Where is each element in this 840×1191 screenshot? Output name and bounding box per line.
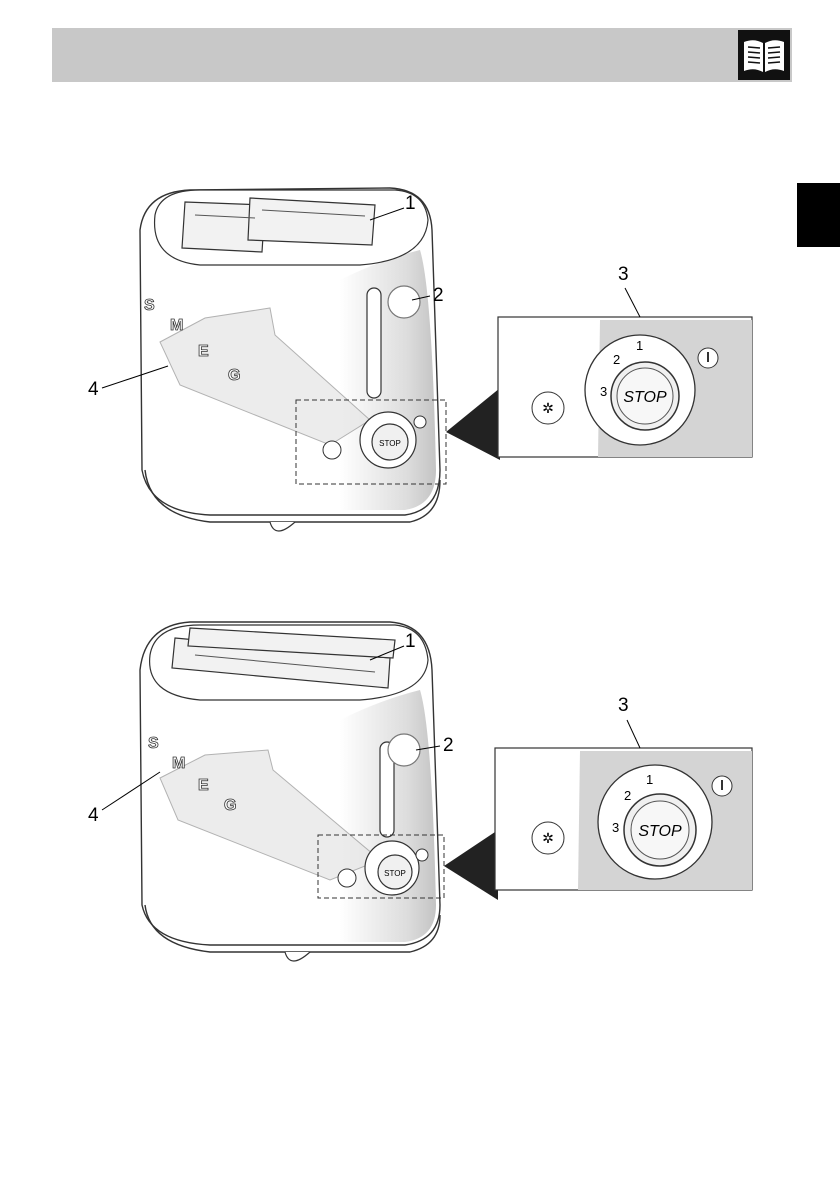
book-icon [738, 30, 790, 80]
dial-scale-3: 3 [600, 384, 607, 399]
dial-stop-text: STOP [638, 823, 682, 840]
svg-text:E: E [198, 777, 209, 794]
header-bar [52, 28, 792, 82]
toaster-illustration-2: STOP STOP 3 2 1 ✲ S M E G [0, 610, 840, 1030]
dial-scale-3: 3 [612, 820, 619, 835]
callout-1: 1 [405, 632, 416, 651]
svg-text:M: M [170, 317, 183, 334]
callout-2: 2 [443, 736, 454, 755]
callout-1: 1 [405, 194, 416, 213]
svg-text:M: M [172, 755, 185, 772]
svg-text:S: S [148, 735, 159, 752]
svg-text:G: G [228, 367, 240, 384]
callout-4: 4 [88, 380, 99, 399]
defrost-icon: ✲ [542, 400, 554, 416]
dial-scale-2: 2 [624, 788, 631, 803]
small-dial-stop-text: STOP [379, 439, 401, 448]
toaster-figure-1: STOP STOP 3 2 1 ✲ S M E G 1 2 3 4 [0, 170, 840, 590]
dial-scale-2: 2 [613, 352, 620, 367]
toaster-figure-2: STOP STOP 3 2 1 ✲ S M E G 1 2 3 4 [0, 610, 840, 1030]
dial-scale-1: 1 [646, 772, 653, 787]
svg-text:G: G [224, 797, 236, 814]
svg-text:E: E [198, 343, 209, 360]
callout-4: 4 [88, 806, 99, 825]
dial-stop-text: STOP [623, 389, 667, 406]
callout-2: 2 [433, 286, 444, 305]
callout-3: 3 [618, 265, 629, 284]
small-dial-stop-text: STOP [384, 869, 406, 878]
dial-scale-1: 1 [636, 338, 643, 353]
toaster-illustration-1: STOP STOP 3 2 1 ✲ S M E G [0, 170, 840, 590]
defrost-icon: ✲ [542, 830, 554, 846]
callout-3: 3 [618, 696, 629, 715]
svg-text:S: S [144, 297, 155, 314]
